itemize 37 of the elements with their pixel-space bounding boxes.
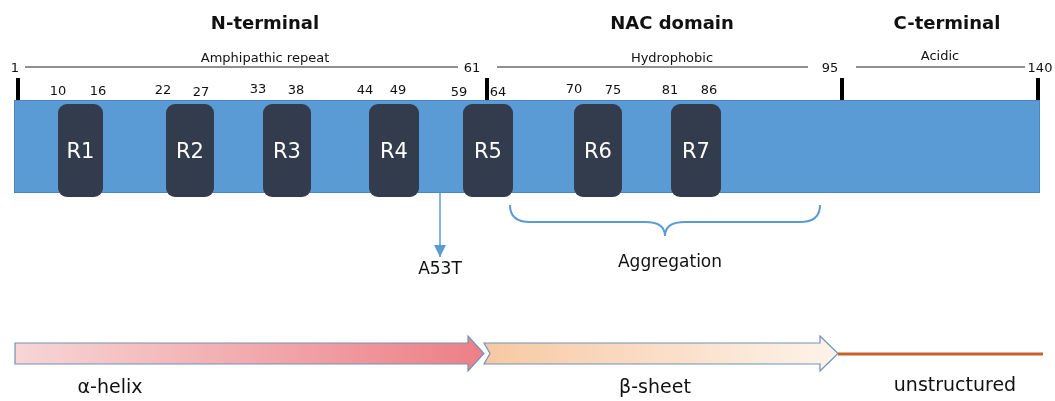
residue-number: 75: [604, 81, 622, 97]
structure-label: α-helix: [77, 375, 143, 397]
residue-number: 38: [287, 81, 305, 97]
region-label: Amphipathic repeat: [200, 49, 330, 65]
domain-heading: C-terminal: [893, 11, 1001, 33]
mutation-label: A53T: [418, 258, 462, 278]
residue-number: 1: [10, 59, 20, 75]
bracket-label: Aggregation: [617, 251, 723, 271]
residue-number: 27: [192, 83, 210, 99]
residue-number: 44: [356, 81, 374, 97]
residue-number: 140: [1027, 59, 1053, 75]
repeat-box: R2: [166, 104, 214, 197]
residue-number: 22: [154, 81, 172, 97]
residue-number: 95: [821, 59, 839, 75]
residue-number: 49: [389, 81, 407, 97]
repeat-box: R6: [574, 104, 622, 197]
repeat-box: R4: [369, 104, 419, 197]
residue-number: 59: [450, 83, 468, 99]
residue-number: 70: [565, 80, 583, 96]
domain-heading: NAC domain: [610, 11, 734, 33]
region-label: Acidic: [920, 47, 960, 63]
residue-number: 33: [249, 80, 267, 96]
residue-number: 61: [463, 59, 481, 75]
repeat-box: R5: [463, 104, 513, 197]
arrow: [434, 192, 446, 258]
repeat-box: R1: [58, 104, 103, 197]
structure-label: β-sheet: [619, 375, 691, 397]
residue-number: 64: [489, 83, 507, 99]
residue-number: 81: [661, 81, 679, 97]
structure-label: unstructured: [893, 373, 1017, 395]
region-label: Hydrophobic: [630, 49, 714, 65]
domain-heading: N-terminal: [210, 11, 320, 33]
repeat-box: R7: [671, 104, 721, 197]
residue-number: 16: [89, 82, 107, 98]
residue-number: 86: [700, 81, 718, 97]
residue-number: 10: [49, 82, 67, 98]
repeat-box: R3: [263, 104, 311, 197]
